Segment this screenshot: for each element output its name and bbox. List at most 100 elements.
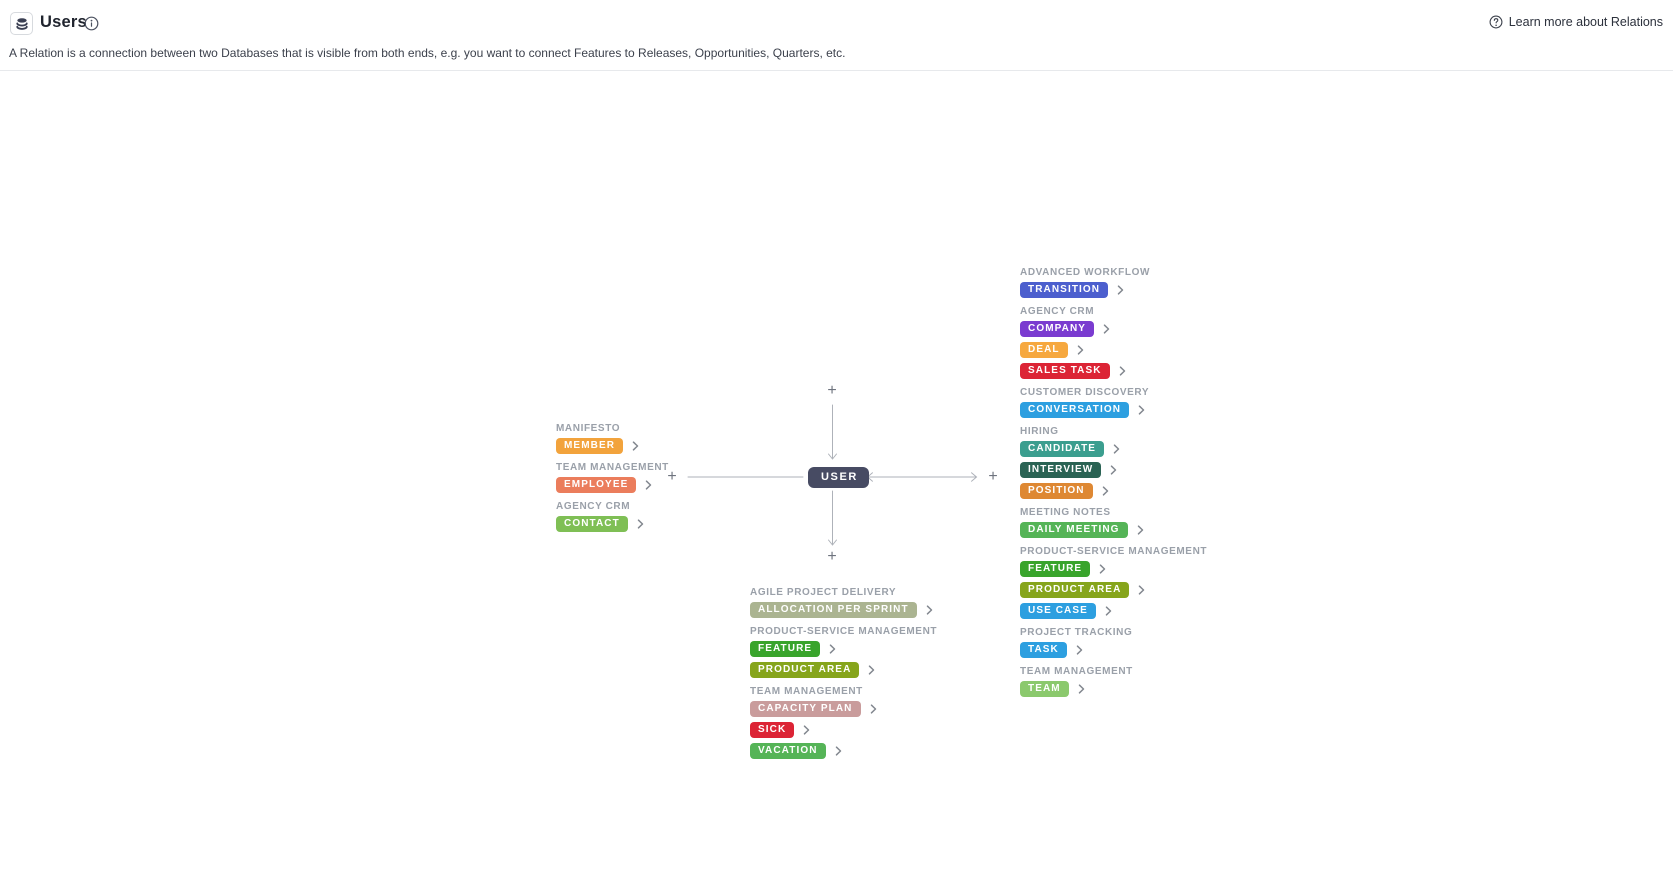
expand-chevron-icon[interactable] [868,665,875,675]
badge-row: PRODUCT AREA [750,662,937,678]
database-badge[interactable]: USE CASE [1020,603,1096,619]
relation-group: TEAM MANAGEMENT EMPLOYEE [556,462,669,493]
relation-group: TEAM MANAGEMENT CAPACITY PLAN SICK VACATION [750,686,937,759]
relation-group: AGILE PROJECT DELIVERY ALLOCATION PER SPR… [750,587,937,618]
group-label: PROJECT TRACKING [1020,627,1133,638]
badge-row: TASK [1020,642,1207,658]
relation-group: PROJECT TRACKING TASK [1020,627,1207,658]
expand-chevron-icon[interactable] [637,519,644,529]
relation-group: AGENCY CRM CONTACT [556,501,669,532]
learn-more-link[interactable]: Learn more about Relations [1489,15,1663,29]
expand-chevron-icon[interactable] [1078,684,1085,694]
add-relation-right-button[interactable]: + [985,469,1001,485]
expand-chevron-icon[interactable] [632,441,639,451]
expand-chevron-icon[interactable] [926,605,933,615]
group-label: PRODUCT-SERVICE MANAGEMENT [750,626,938,637]
database-badge[interactable]: ALLOCATION PER SPRINT [750,602,917,618]
badge-row: DAILY MEETING [1020,522,1207,538]
page-title: Users [40,13,87,31]
left-relations-column: MANIFESTO MEMBER TEAM MANAGEMENT EMPLOYEE AG… [556,423,669,540]
group-label: PRODUCT-SERVICE MANAGEMENT [1020,546,1208,557]
learn-more-label: Learn more about Relations [1508,15,1663,29]
database-badge[interactable]: TRANSITION [1020,282,1109,298]
add-relation-top-button[interactable]: + [824,383,840,399]
group-label: AGENCY CRM [1020,306,1095,317]
expand-chevron-icon[interactable] [1110,465,1117,475]
database-badge[interactable]: EMPLOYEE [556,477,637,493]
expand-chevron-icon[interactable] [1117,285,1124,295]
relation-group: PRODUCT-SERVICE MANAGEMENT FEATURE PRODUCT… [750,626,937,678]
expand-chevron-icon[interactable] [835,746,842,756]
badge-row: SICK [750,722,937,738]
expand-chevron-icon[interactable] [1119,366,1126,376]
group-label: TEAM MANAGEMENT [750,686,863,697]
relation-group: TEAM MANAGEMENT TEAM [1020,666,1207,697]
expand-chevron-icon[interactable] [1102,486,1109,496]
expand-chevron-icon[interactable] [1076,645,1083,655]
database-badge[interactable]: MEMBER [556,438,624,454]
badge-row: ALLOCATION PER SPRINT [750,602,937,618]
badge-row: FEATURE [750,641,937,657]
right-relations-column: ADVANCED WORKFLOW TRANSITION AGENCY CRM COM… [1020,267,1207,705]
group-label: HIRING [1020,426,1059,437]
database-badge[interactable]: FEATURE [750,641,821,657]
badge-row: INTERVIEW [1020,462,1207,478]
group-label: MANIFESTO [556,423,621,434]
database-badge[interactable]: CONVERSATION [1020,402,1130,418]
group-label: TEAM MANAGEMENT [556,462,669,473]
database-badge[interactable]: PRODUCT AREA [1020,582,1130,598]
info-circle-icon[interactable] [84,16,99,31]
expand-chevron-icon[interactable] [829,644,836,654]
user-node[interactable]: USER [808,467,869,488]
expand-chevron-icon[interactable] [1105,606,1112,616]
database-badge[interactable]: CANDIDATE [1020,441,1105,457]
database-badge[interactable]: PRODUCT AREA [750,662,860,678]
database-badge[interactable]: DEAL [1020,342,1068,358]
database-badge[interactable]: TEAM [1020,681,1069,697]
relation-group: ADVANCED WORKFLOW TRANSITION [1020,267,1207,298]
group-label: TEAM MANAGEMENT [1020,666,1133,677]
expand-chevron-icon[interactable] [1099,564,1106,574]
expand-chevron-icon[interactable] [1113,444,1120,454]
database-icon [10,12,33,35]
database-badge[interactable]: SALES TASK [1020,363,1110,379]
database-badge[interactable]: FEATURE [1020,561,1091,577]
group-label: CUSTOMER DISCOVERY [1020,387,1150,398]
page-description: A Relation is a connection between two D… [9,46,846,60]
add-relation-left-button[interactable]: + [664,469,680,485]
database-badge[interactable]: DAILY MEETING [1020,522,1128,538]
database-badge[interactable]: TASK [1020,642,1067,658]
group-label: AGILE PROJECT DELIVERY [750,587,897,598]
badge-row: CONTACT [556,516,669,532]
badge-row: CANDIDATE [1020,441,1207,457]
bottom-relations-column: AGILE PROJECT DELIVERY ALLOCATION PER SPR… [750,587,937,767]
expand-chevron-icon[interactable] [870,704,877,714]
badge-row: MEMBER [556,438,669,454]
expand-chevron-icon[interactable] [645,480,652,490]
database-badge[interactable]: POSITION [1020,483,1093,499]
database-badge[interactable]: SICK [750,722,795,738]
group-label: AGENCY CRM [556,501,631,512]
group-label: MEETING NOTES [1020,507,1111,518]
expand-chevron-icon[interactable] [1138,405,1145,415]
expand-chevron-icon[interactable] [1103,324,1110,334]
database-badge[interactable]: INTERVIEW [1020,462,1102,478]
expand-chevron-icon[interactable] [1077,345,1084,355]
database-badge[interactable]: VACATION [750,743,826,759]
badge-row: PRODUCT AREA [1020,582,1207,598]
relation-group: HIRING CANDIDATE INTERVIEW POSITION [1020,426,1207,499]
expand-chevron-icon[interactable] [803,725,810,735]
add-relation-bottom-button[interactable]: + [824,549,840,565]
database-badge[interactable]: COMPANY [1020,321,1095,337]
expand-chevron-icon[interactable] [1137,525,1144,535]
badge-row: VACATION [750,743,937,759]
page-header: Users Learn more about Relations A Relat… [0,0,1673,71]
badge-row: POSITION [1020,483,1207,499]
group-label: ADVANCED WORKFLOW [1020,267,1150,278]
database-badge[interactable]: CONTACT [556,516,628,532]
badge-row: TRANSITION [1020,282,1207,298]
database-badge[interactable]: CAPACITY PLAN [750,701,861,717]
expand-chevron-icon[interactable] [1138,585,1145,595]
question-circle-icon [1489,15,1503,29]
